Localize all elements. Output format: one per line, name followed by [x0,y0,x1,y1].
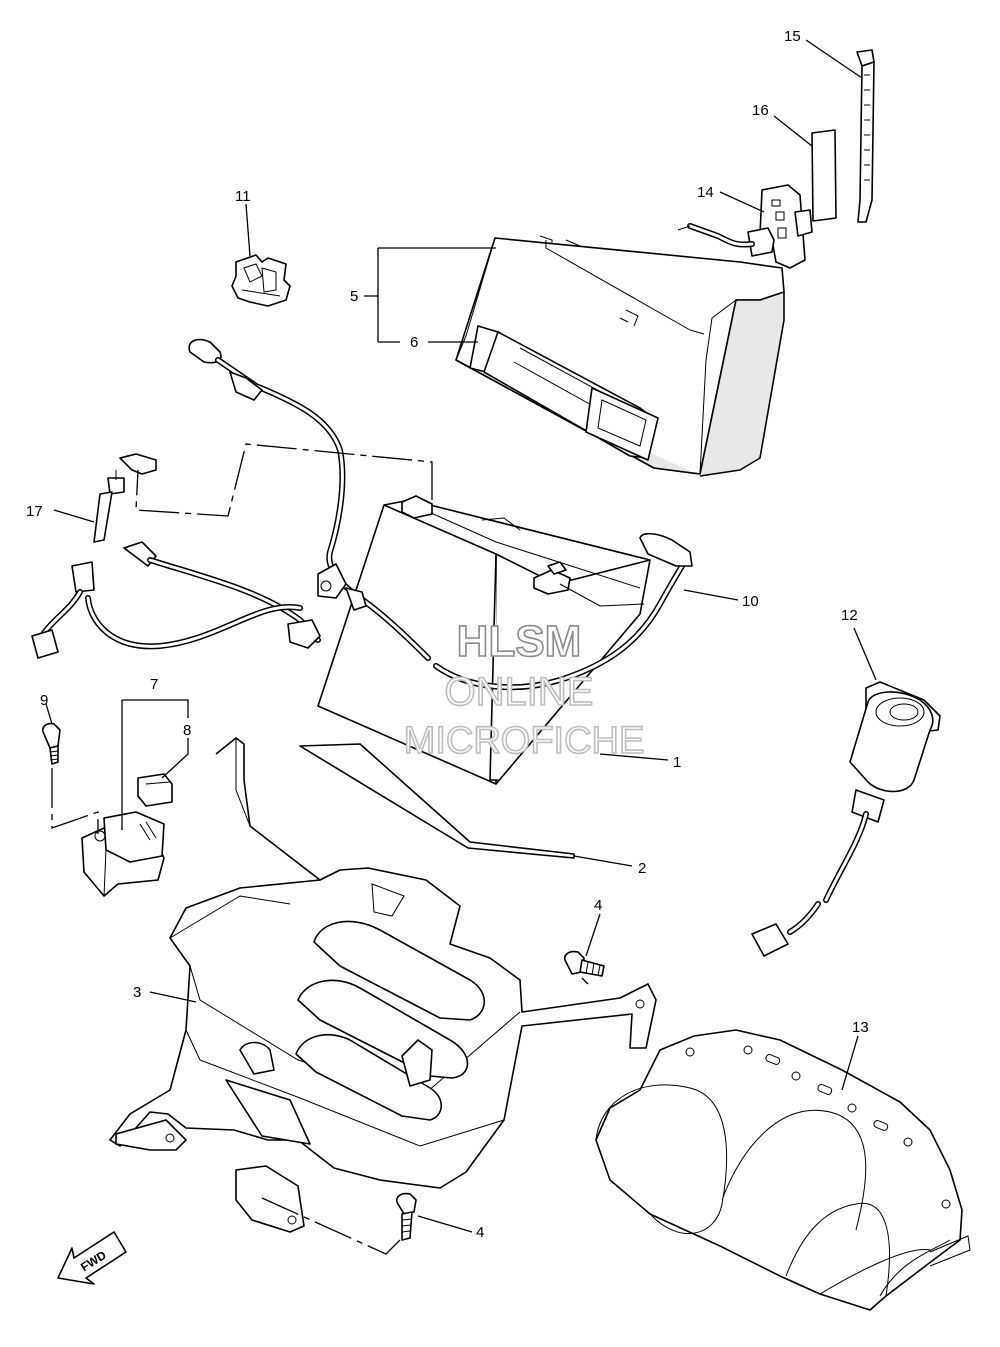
watermark-line-1: HLSM [457,617,582,666]
battery-cable-part[interactable] [188,338,693,691]
watermark: HLSM ONLINE MICROFICHE [403,616,645,763]
watermark-line-3: MICROFICHE [404,720,645,762]
bolt-part-9[interactable] [41,722,61,765]
callout-11: 11 [235,188,251,205]
lead-wire-part-17[interactable] [31,453,321,659]
strap-part-6[interactable] [469,325,659,461]
callout-13: 13 [852,1019,869,1036]
callout-4-upper: 4 [594,897,602,914]
callout-8: 8 [183,722,191,739]
callout-numbers: 15 16 14 11 5 6 17 10 12 7 9 8 1 2 4 3 1… [26,28,869,1241]
callout-5: 5 [350,288,358,305]
clamp-part-11[interactable] [231,254,291,307]
callout-9: 9 [40,692,48,709]
battery-part-1[interactable] [317,495,651,785]
relay-part-7[interactable] [81,811,165,897]
cable-tie-part-15[interactable] [856,49,875,223]
callout-14: 14 [697,184,714,201]
socket-part-12[interactable] [751,681,941,957]
callout-16: 16 [752,102,769,119]
bolt-part-4-lower[interactable] [395,1192,417,1241]
watermark-line-2: ONLINE [445,670,594,714]
callout-17: 17 [26,503,43,520]
callout-15: 15 [784,28,801,45]
reference-lines [51,443,589,1255]
callout-2: 2 [638,860,646,877]
callout-1: 1 [673,754,681,771]
cover-part-13[interactable] [595,1029,971,1311]
callout-7: 7 [150,676,158,693]
callout-6: 6 [410,334,418,351]
callout-10: 10 [742,593,759,610]
leader-lines [45,39,877,1233]
battery-box-part-3[interactable] [109,737,657,1233]
battery-pad-part-2[interactable] [299,743,575,859]
bolt-part-4-upper[interactable] [563,950,605,977]
callout-4-lower: 4 [476,1224,484,1241]
fuse-part-8[interactable] [137,773,173,807]
callout-3: 3 [133,984,141,1001]
pad-part-16[interactable] [811,129,837,222]
callout-12: 12 [841,607,858,624]
switch-part-14[interactable] [677,184,813,269]
fwd-arrow-icon: FWD [57,1231,127,1285]
